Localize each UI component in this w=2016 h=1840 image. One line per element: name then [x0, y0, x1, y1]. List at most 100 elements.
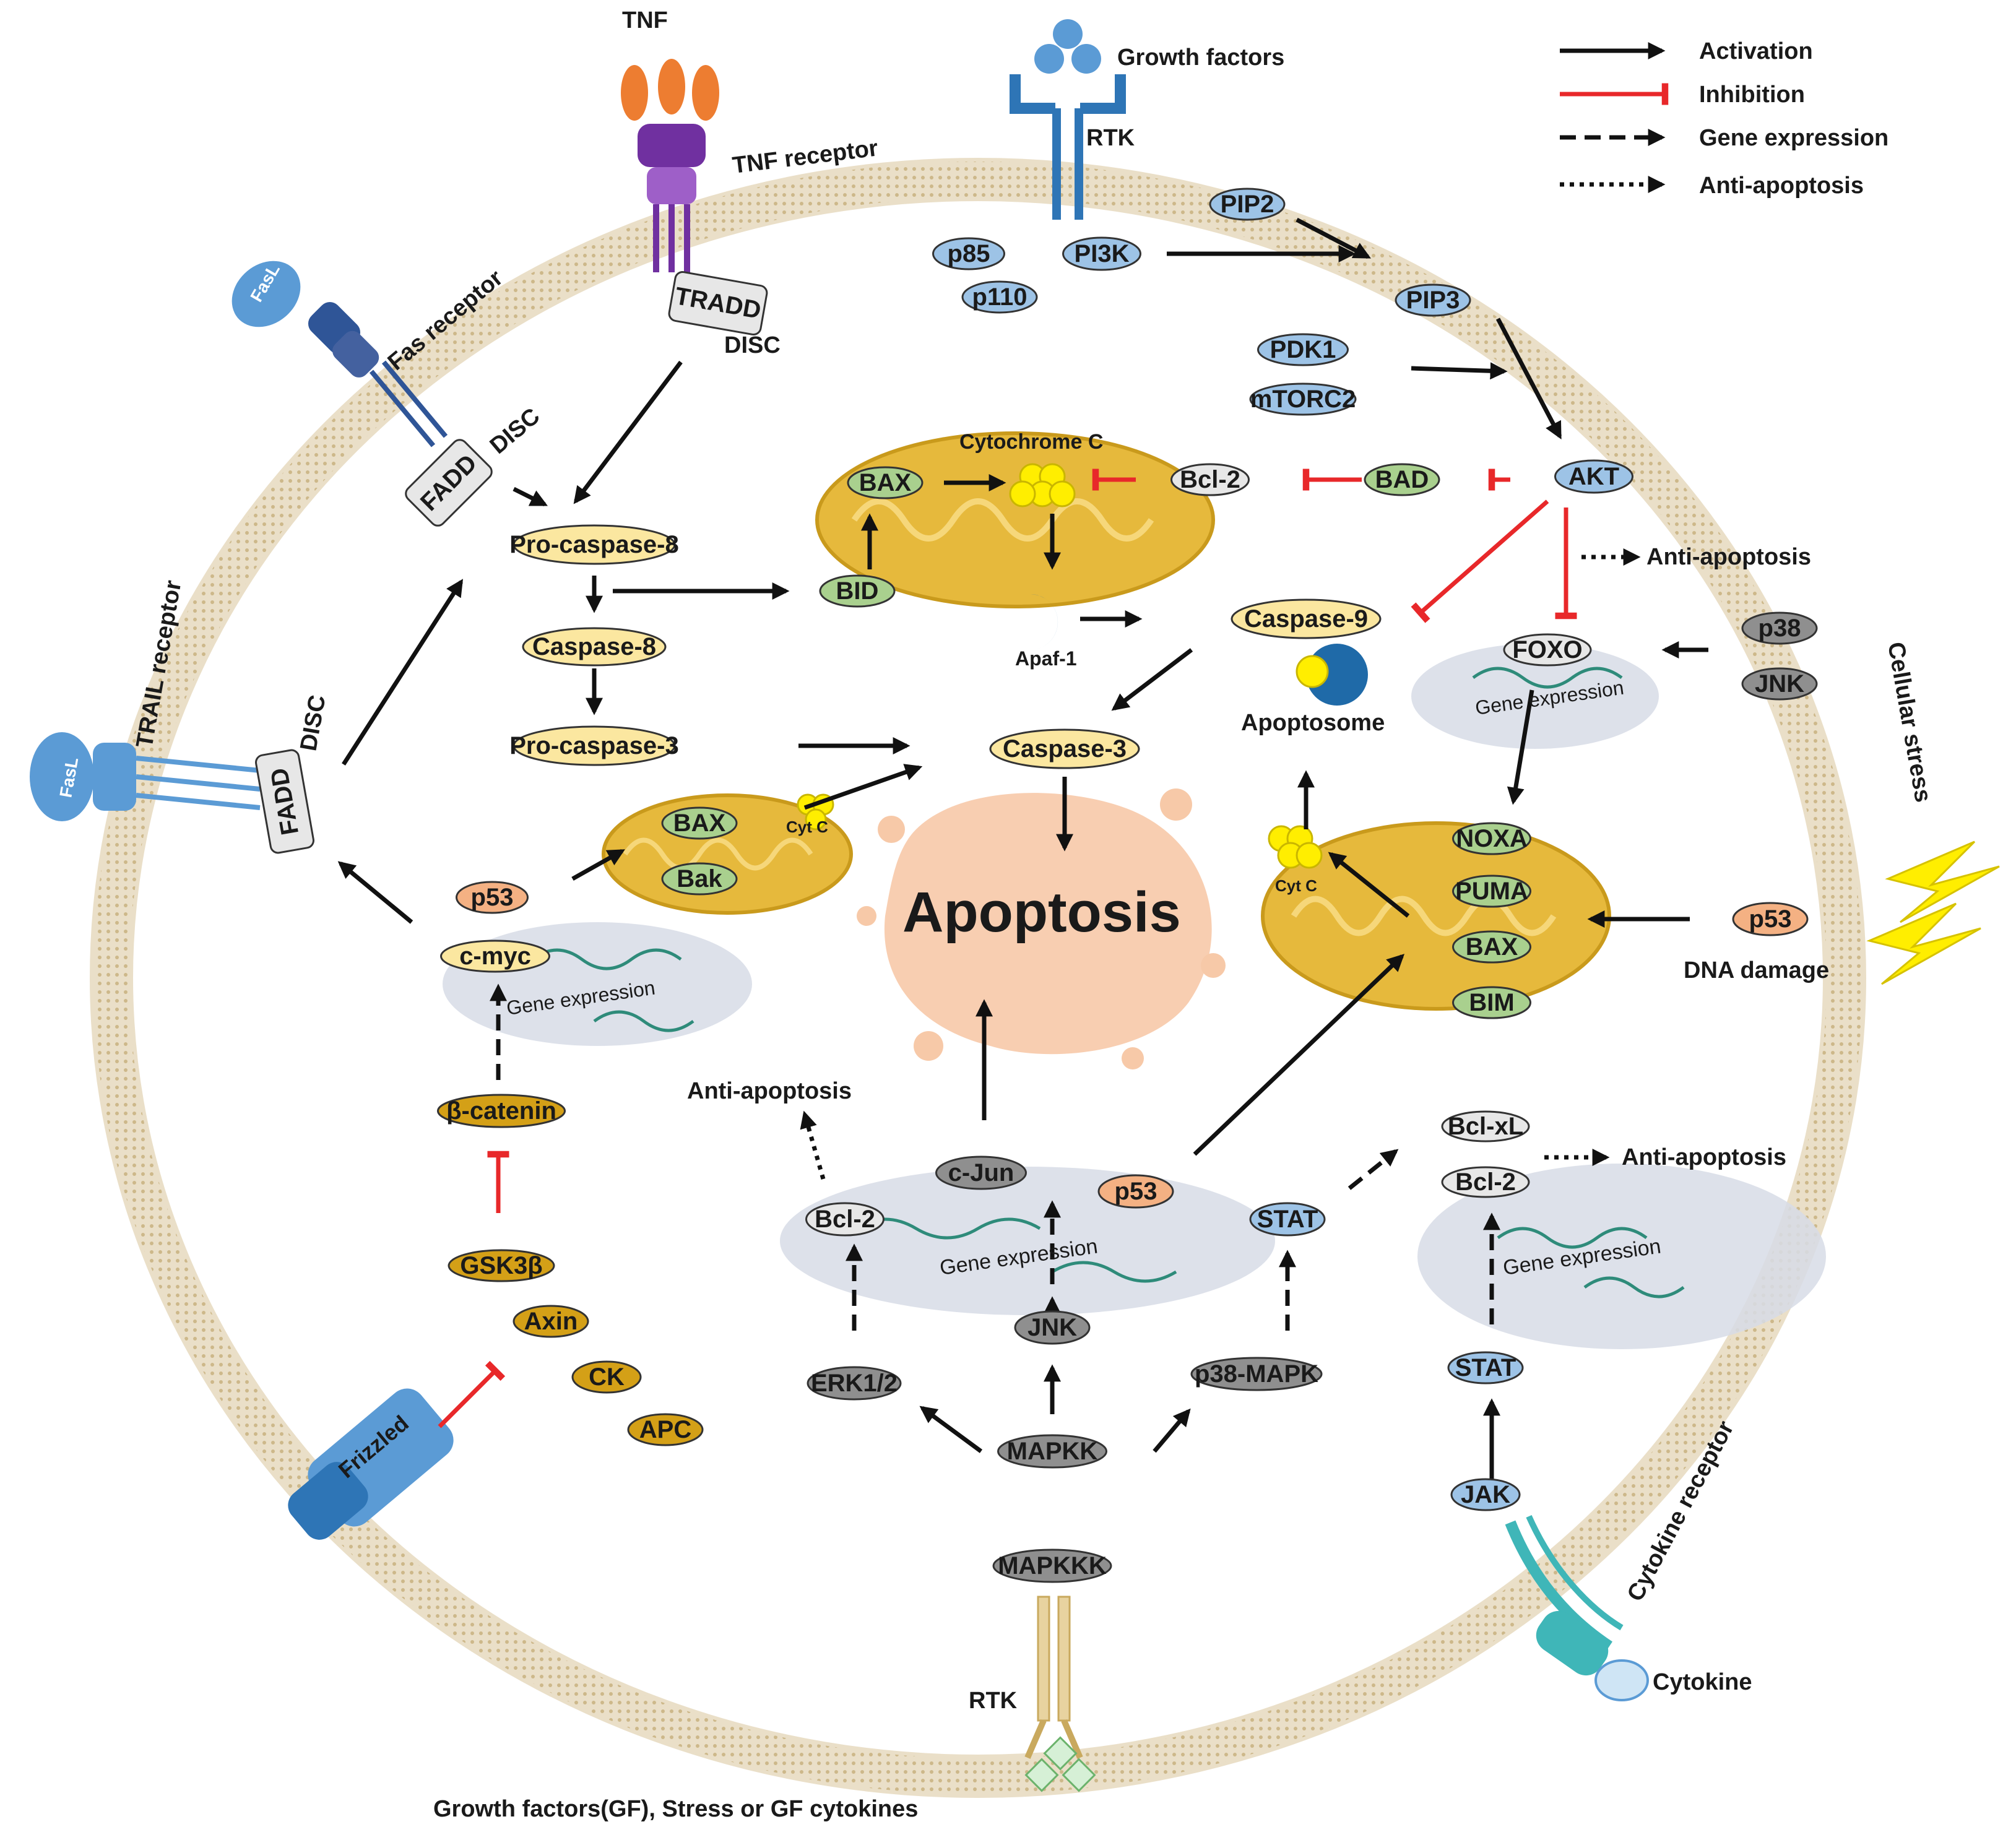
node-shape	[440, 939, 550, 973]
node-caspase-8: Caspase-8	[522, 627, 667, 667]
cytokine-label: Cytokine	[1653, 1669, 1752, 1695]
node-label: BAX	[859, 469, 912, 496]
node-shape	[932, 237, 1005, 270]
apoptosome-label: Apoptosome	[1241, 710, 1385, 736]
node-bcl2-center: Bcl-2	[805, 1202, 885, 1237]
node-shape	[1395, 283, 1471, 317]
node-label: BAX	[673, 810, 726, 837]
node-akt: AKT	[1554, 459, 1633, 494]
node-shape	[513, 725, 676, 766]
node-label: Caspase-8	[532, 633, 656, 660]
node-shape	[1249, 1202, 1326, 1237]
node-shape	[456, 881, 529, 914]
node-shape	[1190, 1357, 1323, 1391]
node-erk: ERK1/2	[807, 1366, 902, 1401]
node-label: BIM	[1469, 989, 1514, 1016]
lightning-icon	[1866, 840, 2000, 985]
node-shape	[1231, 598, 1382, 639]
tnf-ligand-icon	[658, 59, 685, 114]
fasl-icon	[30, 732, 94, 821]
node-label: PUMA	[1455, 878, 1528, 905]
node-label: c-myc	[459, 943, 531, 970]
node-shape	[661, 806, 738, 840]
node-label: β-catenin	[446, 1097, 556, 1125]
node-shape	[1441, 1166, 1530, 1198]
node-shape	[437, 1094, 566, 1128]
fasl-icon	[231, 261, 301, 327]
cellular-stress-label: Cellular stress	[1882, 640, 1936, 804]
node-caspase-3: Caspase-3	[989, 728, 1140, 769]
dna-icons	[531, 667, 1685, 1298]
node-shape	[1741, 667, 1818, 701]
legend-inhibition-label: Inhibition	[1699, 82, 1805, 108]
gf-ligand-icon	[1024, 1758, 1059, 1792]
apaf1-label: Apaf-1	[1015, 647, 1077, 670]
node-bcl2-right: Bcl-2	[1441, 1166, 1530, 1198]
node-shape	[989, 728, 1140, 769]
node-cmyc: c-myc	[440, 939, 550, 973]
node-shape	[1441, 1110, 1530, 1142]
node-fadd-top: FADD	[405, 439, 493, 527]
node-shape	[1741, 611, 1818, 645]
disc-tradd-label: DISC	[724, 332, 781, 358]
node-shape	[1732, 902, 1809, 936]
node-p53-center: p53	[1097, 1174, 1174, 1209]
growth-factors-label: Growth factors	[1117, 45, 1284, 71]
node-label: STAT	[1455, 1354, 1516, 1381]
node-label: Bcl-xL	[1448, 1113, 1523, 1140]
node-ck: CK	[571, 1360, 642, 1394]
growth-factor-icon	[1034, 44, 1064, 74]
node-shape	[522, 627, 667, 667]
node-gsk3b: GSK3β	[448, 1249, 555, 1282]
node-shape	[1170, 463, 1250, 496]
node-label: JNK	[1755, 670, 1804, 698]
node-shape	[627, 1413, 704, 1446]
node-label: p85	[948, 240, 990, 267]
node-bak: Bak	[661, 862, 738, 896]
node-label: p38-MAPK	[1195, 1360, 1318, 1388]
node-cjun: c-Jun	[935, 1155, 1027, 1190]
rtk-bottom-complex	[1024, 1596, 1096, 1792]
node-label: BAD	[1375, 466, 1429, 493]
node-stat-center: STAT	[1249, 1202, 1326, 1237]
node-label: Bcl-2	[1455, 1168, 1516, 1196]
node-bad: BAD	[1364, 463, 1440, 496]
node-p110: p110	[961, 280, 1038, 314]
node-label: ERK1/2	[811, 1370, 898, 1397]
dna-icon	[1583, 1276, 1685, 1298]
node-shape	[1209, 188, 1286, 221]
node-label: AKT	[1568, 463, 1619, 490]
node-label: Caspase-9	[1244, 605, 1368, 633]
tnf-label: TNF	[622, 7, 668, 33]
tnf-ligand-icon	[621, 65, 648, 121]
node-caspase-9: Caspase-9	[1231, 598, 1382, 639]
node-label: p38	[1759, 615, 1801, 642]
node-p85: p85	[932, 237, 1005, 270]
node-bid: BID	[819, 574, 896, 608]
node-shape	[1452, 822, 1531, 855]
node-shape	[1447, 1351, 1524, 1384]
anti-apoptosis-center-label: Anti-apoptosis	[687, 1078, 852, 1104]
dna-icon	[853, 1217, 1041, 1240]
node-label: p53	[1115, 1178, 1157, 1205]
cyt-c-left-label: Cyt C	[786, 818, 828, 836]
node-shape	[847, 466, 924, 499]
disc-fadd-top-label: DISC	[485, 403, 545, 459]
node-mapkk: MAPKK	[997, 1434, 1107, 1469]
legend: Activation Inhibition Gene expression An…	[1560, 38, 1888, 199]
node-label: Bak	[677, 865, 722, 892]
activation-arrows	[337, 217, 1708, 1482]
legend-anti-apoptosis-label: Anti-apoptosis	[1699, 173, 1864, 199]
node-shape	[1364, 463, 1440, 496]
dna-icon	[531, 948, 682, 970]
node-label: mTORC2	[1250, 386, 1356, 413]
node-pip3: PIP3	[1395, 283, 1471, 317]
node-p38: p38	[1741, 611, 1818, 645]
cytokine-icon	[1594, 1659, 1649, 1701]
node-shape	[997, 1434, 1107, 1469]
node-bcl2-top: Bcl-2	[1170, 463, 1250, 496]
node-foxo: FOXO	[1503, 633, 1592, 667]
node-label: Pro-caspase-8	[509, 531, 678, 558]
gene-expression-arrows	[490, 983, 1500, 1331]
